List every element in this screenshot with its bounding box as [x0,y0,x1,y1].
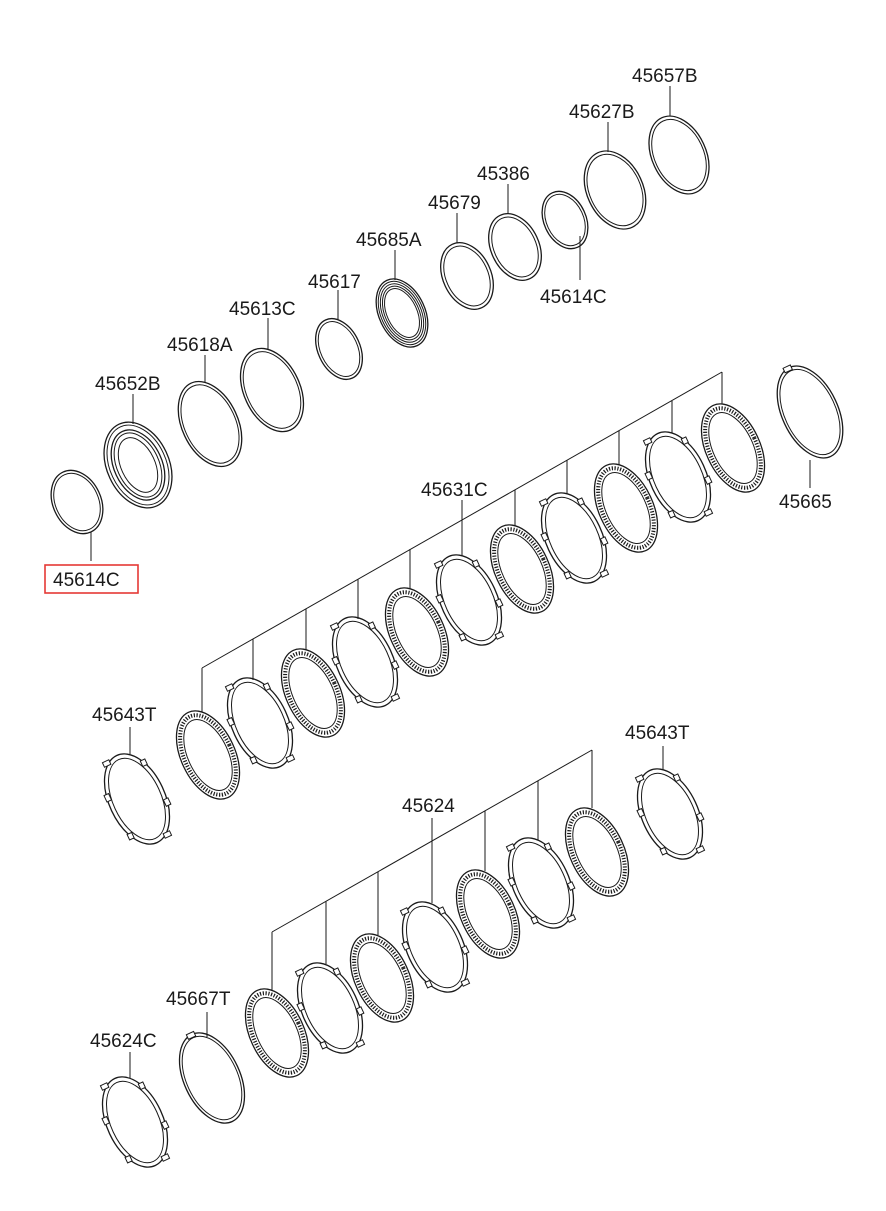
selected-part-highlight [44,564,139,594]
label-45627B[interactable]: 45627B [569,102,635,123]
clutch-plate-45631C-10[interactable] [631,420,725,534]
label-45614C-selected[interactable]: 45614C [53,570,120,591]
clutch-disc-45624-5[interactable] [441,857,535,971]
clutch-disc-45624-7[interactable] [550,795,644,909]
spring-45685A[interactable] [366,271,438,356]
label-45657B[interactable]: 45657B [632,66,698,87]
label-45652B[interactable]: 45652B [95,374,161,395]
ring-45627B[interactable] [572,141,657,239]
clutch-disc-45631C-11[interactable] [686,391,780,505]
label-45624C[interactable]: 45624C [90,1031,157,1052]
seal-45679[interactable] [430,234,503,318]
steel-plate-45624C[interactable] [88,1065,182,1179]
piston-45652B[interactable] [91,411,185,519]
label-45631C[interactable]: 45631C [421,480,488,501]
label-45624[interactable]: 45624 [402,796,455,817]
label-45667T[interactable]: 45667T [166,989,231,1010]
clutch-disc-45624-3[interactable] [335,921,429,1035]
label-45617[interactable]: 45617 [308,272,361,293]
label-45614C-top[interactable]: 45614C [540,287,607,308]
seal-45386[interactable] [478,205,551,289]
ring-45613C[interactable] [228,338,316,441]
snap-ring-45614C-selected[interactable] [41,462,112,542]
clutch-plate-45624-4[interactable] [388,890,482,1004]
part-labels: 45657B 45627B 45386 45679 45685A 45614C … [44,66,832,1052]
snap-ring-45667T[interactable] [165,1021,257,1133]
label-45643T-right[interactable]: 45643T [625,723,690,744]
leader-lines [90,86,811,1078]
snap-ring-45657B[interactable] [637,106,721,203]
label-45665[interactable]: 45665 [779,492,832,513]
clutch-disc-45631C-5[interactable] [370,575,464,689]
clutch-plate-45631C-4[interactable] [318,605,412,719]
label-45679[interactable]: 45679 [428,193,481,214]
label-45386[interactable]: 45386 [477,164,530,185]
clutch-disc-45631C-9[interactable] [579,451,673,565]
clutch-disc-45631C-7[interactable] [475,512,569,626]
label-45643T-left[interactable]: 45643T [92,705,157,726]
clutch-disc-45631C-1[interactable] [161,698,255,812]
label-45618A[interactable]: 45618A [167,335,233,356]
snap-ring-45614C-top[interactable] [533,184,596,256]
clutch-disc-45624-1[interactable] [230,976,324,1090]
label-45685A[interactable]: 45685A [356,230,422,251]
seal-45617[interactable] [306,311,371,387]
snap-ring-45665[interactable] [763,354,856,468]
clutch-plate-45624-2[interactable] [283,951,377,1065]
clutch-plate-45631C-6[interactable] [422,543,516,657]
clutch-disc-45631C-3[interactable] [266,636,360,750]
label-45613C[interactable]: 45613C [229,299,296,320]
steel-plate-45643T-right[interactable] [623,757,717,871]
steel-plate-45643T-left[interactable] [90,742,184,856]
clutch-plate-45631C-8[interactable] [527,481,621,595]
clutch-plate-45631C-2[interactable] [213,666,307,780]
